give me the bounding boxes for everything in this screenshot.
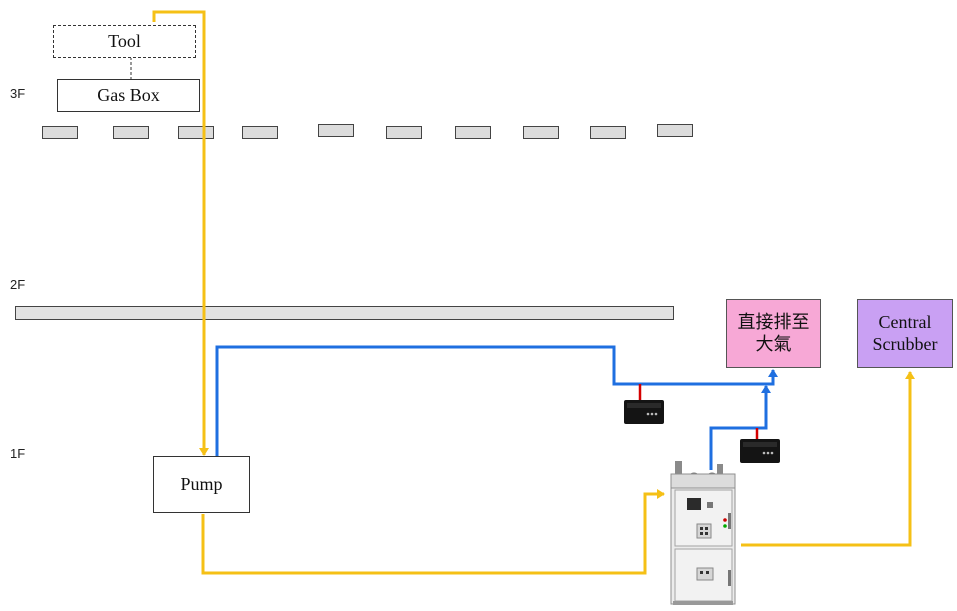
process-line-to-scrubber-unit [203,494,664,573]
gas-detector-icon-2 [740,439,780,463]
central-scrubber-box: Central Scrubber [857,299,953,368]
scrubber-unit-icon [667,458,742,606]
tool-label: Tool [108,31,141,52]
pump-box: Pump [153,456,250,513]
scrubber-label-line1: Central [879,312,932,334]
vent-label-line1: 直接排至 [738,312,810,334]
tool-box: Tool [53,25,196,58]
gas-box-label: Gas Box [97,85,160,106]
vent-label-line2: 大氣 [756,334,792,356]
vent-to-atmosphere-box: 直接排至 大氣 [726,299,821,368]
pump-label: Pump [180,474,222,495]
exhaust-line-pump-to-vent [217,347,773,456]
local-scrubber-unit [667,458,742,606]
gas-detector-icon-1 [624,400,664,424]
scrubber-label-line2: Scrubber [873,334,938,356]
gas-box: Gas Box [57,79,200,112]
